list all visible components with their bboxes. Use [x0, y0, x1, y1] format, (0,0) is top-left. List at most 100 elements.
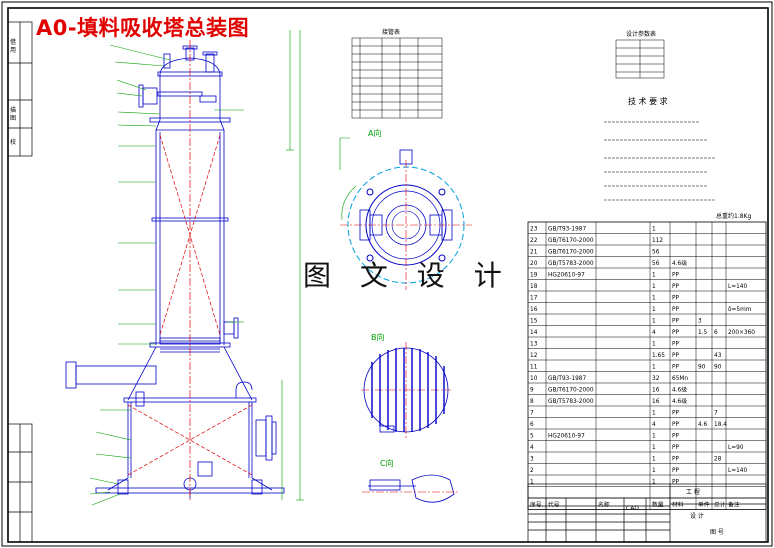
parts-cell-qty: 1	[652, 273, 656, 279]
parts-header-cell: 序号	[530, 501, 542, 509]
parts-cell-no: 5	[530, 434, 534, 440]
parts-cell-qty: 1	[652, 342, 656, 348]
parts-cell-qty: 1	[652, 307, 656, 313]
parts-cell-qty: 16	[652, 388, 660, 394]
parts-cell-qty: 56	[652, 261, 660, 267]
parts-cell-qty: 16	[652, 399, 660, 405]
parts-cell-no: 22	[530, 238, 538, 244]
parts-cell-no: 3	[530, 457, 534, 463]
parts-cell-total: 18.4	[714, 422, 727, 428]
parts-cell-unit: 4.6	[698, 422, 708, 428]
parts-cell-code: GB/T5783-2000	[548, 261, 594, 267]
tb-cell-2: 设 计	[690, 512, 704, 520]
view-label-a: A向	[368, 128, 381, 138]
parts-cell-no: 6	[530, 422, 534, 428]
leader-lines	[89, 30, 304, 506]
parts-cell-size: L=90	[728, 445, 744, 451]
parts-cell-mat: PP	[672, 468, 679, 474]
parts-cell-qty: 32	[652, 376, 660, 382]
parts-cell-no: 9	[530, 388, 534, 394]
parts-cell-mat: PP	[672, 273, 679, 279]
parts-cell-qty: 1	[652, 445, 656, 451]
parts-cell-total: 90	[714, 365, 722, 371]
svg-text:校: 校	[10, 138, 16, 146]
watermark-text: 图 文 设 计	[303, 259, 512, 292]
parts-header-cell: 名称	[598, 501, 610, 509]
parts-cell-no: 2	[530, 468, 534, 474]
nozzle-table	[351, 37, 443, 119]
parts-cell-qty: 4	[652, 422, 656, 428]
parts-cell-no: 15	[530, 319, 538, 325]
svg-text:设计参数表: 设计参数表	[626, 30, 656, 38]
parts-cell-no: 12	[530, 353, 538, 359]
svg-text:描: 描	[10, 106, 16, 114]
parts-cell-qty: 1	[652, 480, 656, 486]
svg-text:用: 用	[10, 47, 16, 54]
parts-cell-no: 16	[530, 307, 538, 313]
parts-cell-no: 10	[530, 376, 538, 382]
parts-header-cell: 数量	[652, 501, 664, 509]
title-block	[527, 483, 767, 543]
parts-cell-mat: PP	[672, 480, 679, 486]
parts-cell-qty: 4	[652, 330, 656, 336]
parts-cell-no: 13	[530, 342, 538, 348]
parts-cell-mat: 4.6级	[672, 259, 687, 267]
svg-text:C向: C向	[380, 458, 394, 468]
tech-lines	[604, 121, 716, 201]
parts-cell-qty: 1	[652, 227, 656, 233]
parts-cell-code: GB/T6170-2000	[548, 250, 594, 256]
parts-cell-no: 19	[530, 273, 538, 279]
parts-cell-size: 200×360	[728, 330, 755, 336]
parts-cell-qty: 1	[652, 296, 656, 302]
parts-cell-mat: 4.6级	[672, 397, 687, 405]
parts-cell-total: 28	[714, 457, 722, 463]
parts-cell-no: 4	[530, 445, 534, 451]
parts-cell-size: L=140	[728, 468, 747, 474]
parts-cell-mat: PP	[672, 353, 679, 359]
tech-title: 技 术 要 求	[628, 96, 668, 106]
parts-cell-no: 7	[530, 411, 534, 417]
parts-cell-unit: 3	[698, 319, 702, 325]
parts-cell-size: L=140	[728, 284, 747, 290]
parts-cell-code: GB/T6170-2000	[548, 388, 594, 394]
parts-cell-code: GB/T93-1987	[548, 376, 586, 382]
parts-cell-total: 7	[714, 411, 718, 417]
top-view-a	[340, 149, 472, 290]
parts-cell-qty: 1	[652, 434, 656, 440]
packing-cross-lines	[127, 40, 253, 500]
parts-cell-mat: PP	[672, 296, 679, 302]
parts-cell-no: 11	[530, 365, 538, 371]
parts-cell-mat: PP	[672, 307, 679, 313]
parts-cell-code: HG20610-97	[548, 434, 585, 440]
weight-note: 总重约1.8Kg	[716, 212, 751, 220]
parts-cell-mat: 65Mn	[672, 376, 688, 382]
parts-cell-no: 23	[530, 227, 538, 233]
parts-cell-mat: PP	[672, 457, 679, 463]
parts-cell-no: 21	[530, 250, 538, 256]
parts-cell-mat: PP	[672, 365, 679, 371]
parts-cell-qty: 112	[652, 238, 663, 244]
parts-cell-unit: 1.5	[698, 330, 708, 336]
svg-text:借: 借	[10, 38, 16, 46]
parts-cell-mat: PP	[672, 330, 679, 336]
parts-cell-mat: PP	[672, 445, 679, 451]
parts-cell-total: 6	[714, 330, 718, 336]
parts-cell-code: GB/T93-1987	[548, 227, 586, 233]
parts-cell-qty: 1.65	[652, 353, 665, 359]
parts-cell-mat: PP	[672, 284, 679, 290]
parts-cell-no: 14	[530, 330, 538, 336]
parts-cell-qty: 1	[652, 457, 656, 463]
section-view-b: B向	[361, 332, 451, 440]
parts-cell-mat: PP	[672, 342, 679, 348]
parts-cell-qty: 1	[652, 411, 656, 417]
parts-header-cell: 材料	[672, 501, 684, 509]
parts-cell-mat: PP	[672, 319, 679, 325]
parts-cell-qty: 1	[652, 284, 656, 290]
parts-cell-no: 1	[530, 480, 534, 486]
drawing-title: A0-填料吸收塔总装图	[36, 16, 250, 40]
left-margin-strip	[7, 21, 33, 543]
parts-cell-mat: PP	[672, 434, 679, 440]
parts-header-cell: 代号	[548, 501, 560, 509]
